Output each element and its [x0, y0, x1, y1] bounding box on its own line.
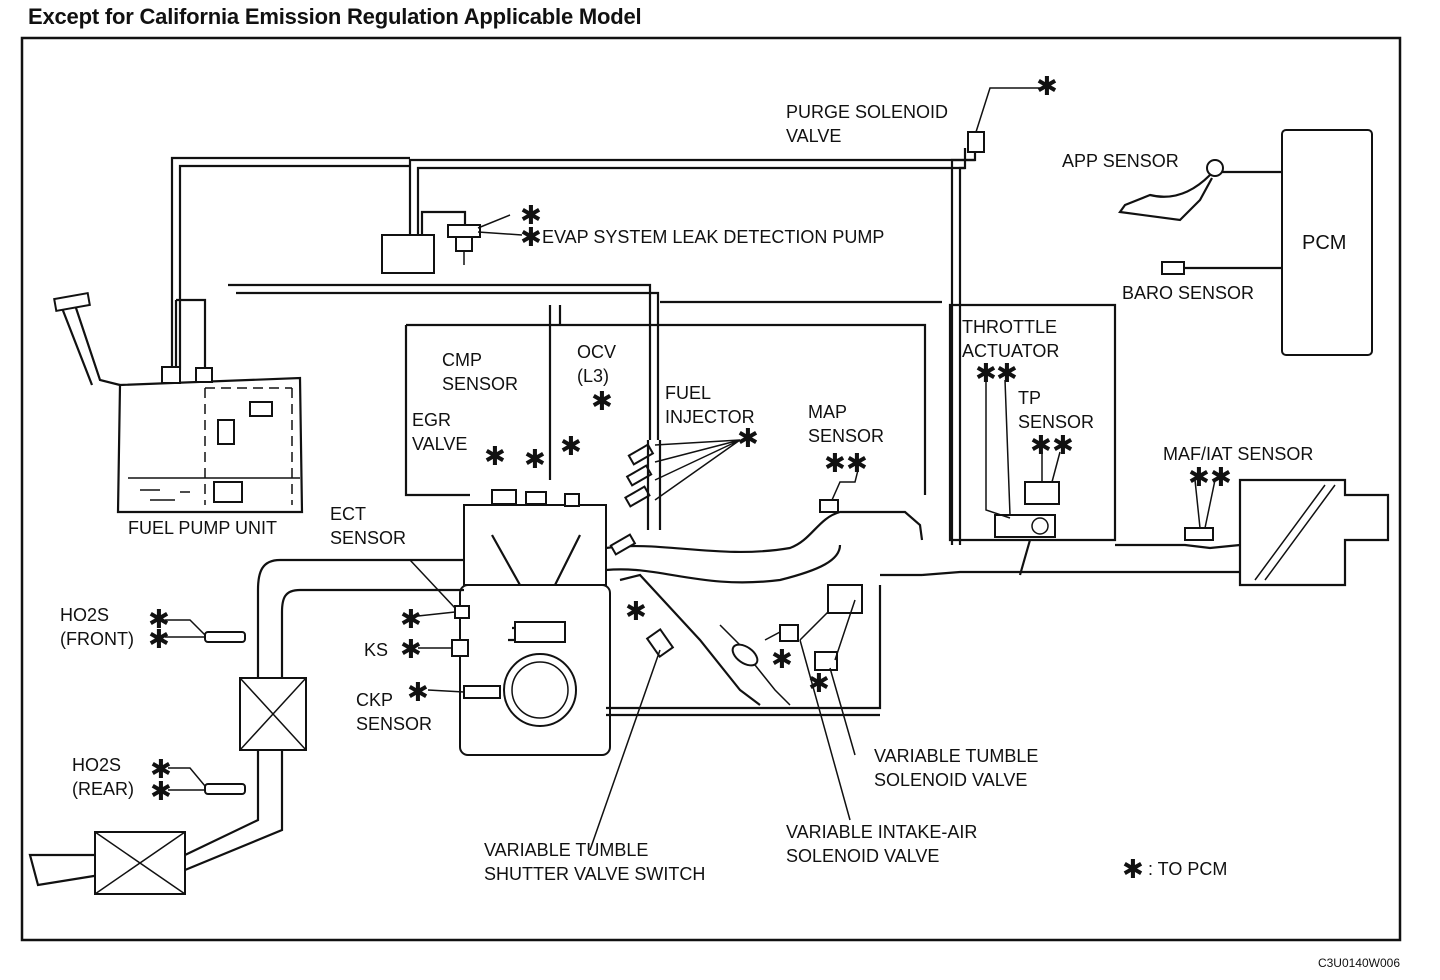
maf-iat-sensor-label: MAF/IAT SENSOR	[1163, 444, 1314, 464]
asterisk-icon: ✱	[1188, 463, 1210, 493]
asterisk-icon: ✱	[625, 597, 647, 627]
asterisk-icon: ✱	[560, 432, 582, 462]
fuel-tank	[53, 291, 304, 514]
asterisk-icon: ✱	[1122, 855, 1144, 885]
tp-sensor-body	[1024, 481, 1060, 505]
asterisk-icon: ✱	[484, 442, 506, 472]
asterisk-icon: ✱	[150, 755, 172, 785]
ho2s-rear-label: HO2S (REAR)	[72, 755, 134, 799]
app-sensor-pedal	[1118, 159, 1282, 222]
asterisk-icon: ✱	[1030, 431, 1052, 461]
asterisk-icon: ✱	[520, 223, 542, 253]
front-catalyst	[239, 677, 307, 751]
air-cleaner	[1238, 478, 1390, 587]
pcm-asterisk-markers: ✱ ✱ ✱ ✱ ✱ ✱ ✱ ✱ ✱ ✱ ✱ ✱ ✱ ✱ ✱ ✱ ✱ ✱ ✱ ✱ …	[148, 72, 1232, 885]
asterisk-icon: ✱	[148, 625, 170, 655]
baro-sensor-body	[1161, 261, 1185, 275]
asterisk-icon: ✱	[524, 445, 546, 475]
asterisk-icon: ✱	[771, 645, 793, 675]
map-sensor-label: MAP SENSOR	[808, 402, 885, 446]
purge-solenoid-valve-body	[967, 131, 985, 153]
fuel-injector-label: FUEL INJECTOR	[665, 383, 755, 427]
asterisk-icon: ✱	[808, 669, 830, 699]
engine-block	[459, 489, 611, 756]
variable-intake-air-solenoid-valve-label: VARIABLE INTAKE-AIR SOLENOID VALVE	[786, 822, 978, 866]
asterisk-icon: ✱	[520, 201, 542, 231]
evap-pump-body	[447, 214, 523, 265]
purge-solenoid-valve-label: PURGE SOLENOID VALVE	[786, 102, 949, 146]
tp-sensor-label: TP SENSOR	[1018, 388, 1095, 432]
asterisk-icon: ✱	[591, 387, 613, 417]
charcoal-canister	[381, 234, 435, 274]
diagram-frame	[20, 36, 1402, 942]
asterisk-icon: ✱	[846, 449, 868, 479]
rear-catalyst	[94, 831, 186, 895]
ks-body	[451, 639, 469, 657]
ecu-wiring-box	[406, 323, 927, 495]
variable-tumble-shutter-valve-switch-label: VARIABLE TUMBLE SHUTTER VALVE SWITCH	[484, 840, 706, 884]
fuel-injectors	[609, 439, 741, 556]
variable-tumble-solenoid-valve-label: VARIABLE TUMBLE SOLENOID VALVE	[874, 746, 1039, 790]
legend-text: : TO PCM	[1148, 859, 1228, 879]
pcm-box	[1281, 129, 1373, 356]
map-sensor-body	[819, 499, 839, 513]
fuel-pump-unit-label: FUEL PUMP UNIT	[128, 518, 278, 538]
egr-valve-label: EGR VALVE	[412, 410, 468, 454]
diagram-title: Except for California Emission Regulatio…	[28, 4, 642, 29]
ks-label: KS	[364, 640, 389, 660]
asterisk-icon: ✱	[150, 777, 172, 807]
asterisk-icon: ✱	[824, 449, 846, 479]
asterisk-icon: ✱	[400, 605, 422, 635]
throttle-actuator-label: THROTTLE ACTUATOR	[962, 317, 1060, 361]
asterisk-icon: ✱	[737, 424, 759, 454]
ect-sensor-body	[454, 605, 470, 619]
intake-manifold	[605, 510, 1241, 584]
ckp-sensor-body	[463, 685, 501, 699]
ect-sensor-label: ECT SENSOR	[330, 504, 407, 548]
pcm-label: PCM	[1302, 232, 1347, 254]
baro-sensor-label: BARO SENSOR	[1122, 283, 1255, 303]
throttle-body	[994, 514, 1056, 538]
ho2s-rear-body	[168, 767, 246, 795]
asterisk-icon: ✱	[148, 605, 170, 635]
ho2s-front-body	[165, 619, 246, 643]
app-sensor-label: APP SENSOR	[1062, 151, 1179, 171]
asterisk-icon: ✱	[1210, 463, 1232, 493]
variable-tumble-system	[589, 573, 882, 851]
evap-lines	[170, 148, 977, 545]
asterisk-icon: ✱	[407, 678, 429, 708]
pcm-harness-box	[948, 303, 1117, 542]
cmp-sensor-label: CMP SENSOR	[442, 350, 519, 394]
asterisk-icon: ✱	[996, 359, 1018, 389]
maf-iat-sensor-body	[1184, 527, 1214, 541]
asterisk-icon: ✱	[975, 359, 997, 389]
ocv-label: OCV (L3)	[577, 342, 617, 386]
ckp-sensor-label: CKP SENSOR	[356, 690, 433, 734]
image-code: C3U0140W006	[1317, 956, 1400, 970]
evap-pump-label: EVAP SYSTEM LEAK DETECTION PUMP	[542, 227, 885, 247]
asterisk-icon: ✱	[1052, 431, 1074, 461]
exhaust-system	[28, 558, 464, 887]
ho2s-front-label: HO2S (FRONT)	[60, 605, 134, 649]
asterisk-icon: ✱	[400, 635, 422, 665]
asterisk-icon: ✱	[1036, 72, 1058, 102]
